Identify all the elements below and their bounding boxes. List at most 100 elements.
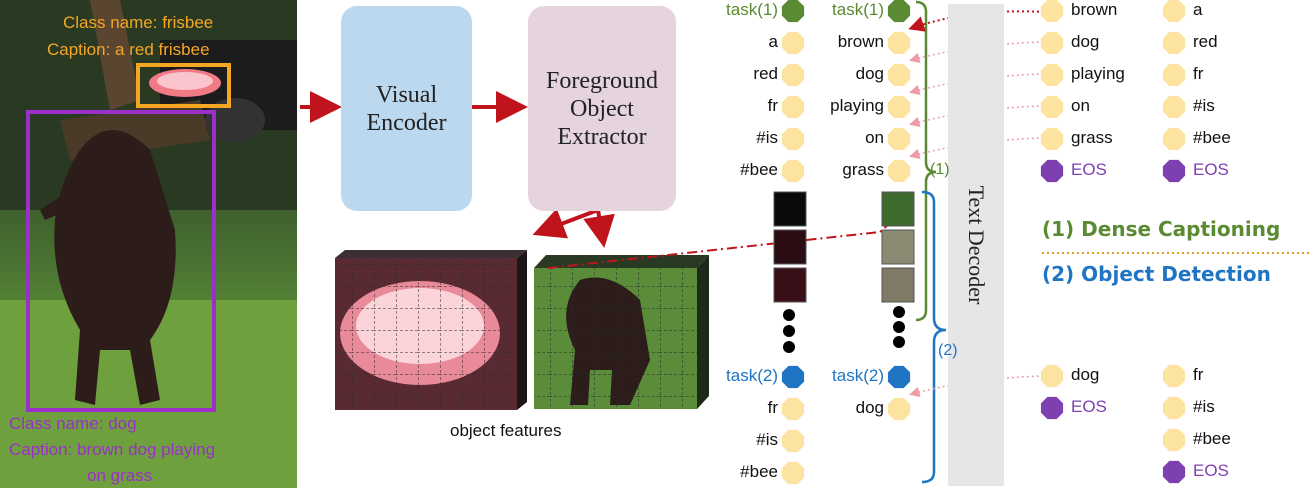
input_dense_frisbee-token bbox=[781, 127, 805, 151]
output_det_dog-token bbox=[1040, 364, 1064, 388]
output_dense_dog-label: dog bbox=[1071, 32, 1100, 51]
input_det_dog-label: task(2) bbox=[832, 366, 884, 385]
output_det_frisbee-token bbox=[1162, 396, 1186, 420]
extractor-line1: Foreground bbox=[546, 67, 658, 94]
task1-bracket bbox=[915, 0, 937, 322]
input_dense_dog-token bbox=[887, 63, 911, 87]
frisbee-class-label: Class name: frisbee bbox=[63, 13, 214, 32]
output_det_dog-label: EOS bbox=[1071, 397, 1107, 416]
input_dense_dog-token bbox=[887, 0, 911, 23]
output_det_frisbee-label: fr bbox=[1193, 365, 1204, 384]
input_dense_frisbee-token bbox=[781, 0, 805, 23]
input_det_frisbee-token bbox=[781, 461, 805, 485]
input_dense_frisbee-label: #bee bbox=[740, 160, 778, 179]
input_dense_dog-label: on bbox=[865, 128, 884, 147]
input_det_frisbee-label: fr bbox=[767, 398, 778, 417]
output_dense_frisbee-label: a bbox=[1193, 0, 1203, 19]
input_dense_dog-token bbox=[887, 31, 911, 55]
output_det_frisbee-label: EOS bbox=[1193, 461, 1229, 480]
output_dense_frisbee-token bbox=[1162, 63, 1186, 87]
input_det_dog-token bbox=[887, 397, 911, 421]
extractor-line2: Object bbox=[570, 95, 634, 122]
input_dense_dog-token bbox=[887, 95, 911, 119]
object-features-caption: object features bbox=[450, 421, 562, 440]
output_dense_dog-token bbox=[1040, 127, 1064, 151]
input_dense_dog-label: grass bbox=[842, 160, 884, 179]
input_dense_frisbee-label: task(1) bbox=[726, 0, 778, 19]
output_dense_dog-label: on bbox=[1071, 96, 1090, 115]
output_dense_frisbee-label: #is bbox=[1193, 96, 1215, 115]
token-layer bbox=[781, 0, 1186, 485]
visual-encoder-line2: Encoder bbox=[366, 109, 447, 136]
text-decoder-box bbox=[948, 4, 1004, 486]
input_dense_dog-label: playing bbox=[830, 96, 884, 115]
input_det_frisbee-token bbox=[781, 397, 805, 421]
input_dense_frisbee-label: red bbox=[753, 64, 778, 83]
frisbee-caption-label: Caption: a red frisbee bbox=[47, 40, 210, 59]
input_dense_frisbee-label: a bbox=[768, 32, 778, 51]
extractor-line3: Extractor bbox=[557, 123, 647, 150]
dog-bounding-box bbox=[26, 110, 216, 412]
output_dense_frisbee-label: #bee bbox=[1193, 128, 1231, 147]
dog-caption-label-line2: on grass bbox=[87, 466, 153, 485]
dog-caption-label-line1: Caption: brown dog playing bbox=[9, 440, 216, 459]
text-decoder-label: Text Decoder bbox=[964, 185, 989, 305]
output_det_frisbee-label: #bee bbox=[1193, 429, 1231, 448]
output_dense_dog-token bbox=[1040, 159, 1064, 183]
dog-feature-cube bbox=[534, 255, 709, 409]
input_dense_dog-label: dog bbox=[855, 64, 884, 83]
frisbee-feature-cube bbox=[335, 250, 527, 410]
dense-captioning-label: (1) Dense Captioning bbox=[1042, 217, 1281, 241]
output_dense_frisbee-token bbox=[1162, 31, 1186, 55]
input_det_frisbee-token bbox=[781, 365, 805, 389]
frisbee-bounding-box bbox=[136, 63, 231, 108]
input_dense_dog-label: brown bbox=[837, 32, 884, 51]
output_dense_frisbee-token bbox=[1162, 127, 1186, 151]
object-detection-label: (2) Object Detection bbox=[1042, 262, 1271, 286]
task2-bracket bbox=[921, 190, 947, 484]
input_dense_frisbee-label: #is bbox=[756, 128, 778, 147]
output_dense_dog-token bbox=[1040, 63, 1064, 87]
input_det_frisbee-token bbox=[781, 429, 805, 453]
arrow-extractor-to-feature1 bbox=[532, 208, 599, 239]
input_dense_dog-token bbox=[887, 127, 911, 151]
input_dense_frisbee-token bbox=[781, 159, 805, 183]
dog-class-label: Class name: dog bbox=[9, 414, 137, 433]
task2-marker: (2) bbox=[938, 342, 958, 359]
input_det_frisbee-label: #bee bbox=[740, 462, 778, 481]
output_dense_frisbee-token bbox=[1162, 159, 1186, 183]
dog-feature-stack bbox=[881, 191, 915, 348]
output_dense_dog-token bbox=[1040, 0, 1064, 23]
output_det_frisbee-label: #is bbox=[1193, 397, 1215, 416]
output_dense_dog-label: brown bbox=[1071, 0, 1118, 19]
output_det_dog-label: dog bbox=[1071, 365, 1100, 384]
input_dense_frisbee-token bbox=[781, 95, 805, 119]
frisbee-feature-stack bbox=[773, 191, 807, 353]
input_det_frisbee-label: task(2) bbox=[726, 366, 778, 385]
output_dense_dog-label: grass bbox=[1071, 128, 1113, 147]
output_dense_frisbee-label: fr bbox=[1193, 64, 1204, 83]
input_dense_frisbee-token bbox=[781, 63, 805, 87]
input_det_dog-label: dog bbox=[855, 398, 884, 417]
output_dense_dog-label: playing bbox=[1071, 64, 1125, 83]
input_dense_frisbee-label: fr bbox=[767, 96, 778, 115]
input_dense_dog-token bbox=[887, 159, 911, 183]
output_dense_dog-label: EOS bbox=[1071, 160, 1107, 179]
input_det_dog-token bbox=[887, 365, 911, 389]
output_dense_frisbee-token bbox=[1162, 95, 1186, 119]
input_det_frisbee-label: #is bbox=[756, 430, 778, 449]
task1-marker: (1) bbox=[930, 161, 950, 178]
input_dense_frisbee-token bbox=[781, 31, 805, 55]
output_det_frisbee-token bbox=[1162, 428, 1186, 452]
output_dense_dog-token bbox=[1040, 95, 1064, 119]
output_dense_frisbee-label: EOS bbox=[1193, 160, 1229, 179]
output_dense_frisbee-token bbox=[1162, 0, 1186, 23]
output_det_dog-token bbox=[1040, 396, 1064, 420]
arrow-extractor-to-feature2 bbox=[583, 209, 615, 248]
input_dense_dog-label: task(1) bbox=[832, 0, 884, 19]
visual-encoder-line1: Visual bbox=[375, 81, 438, 108]
